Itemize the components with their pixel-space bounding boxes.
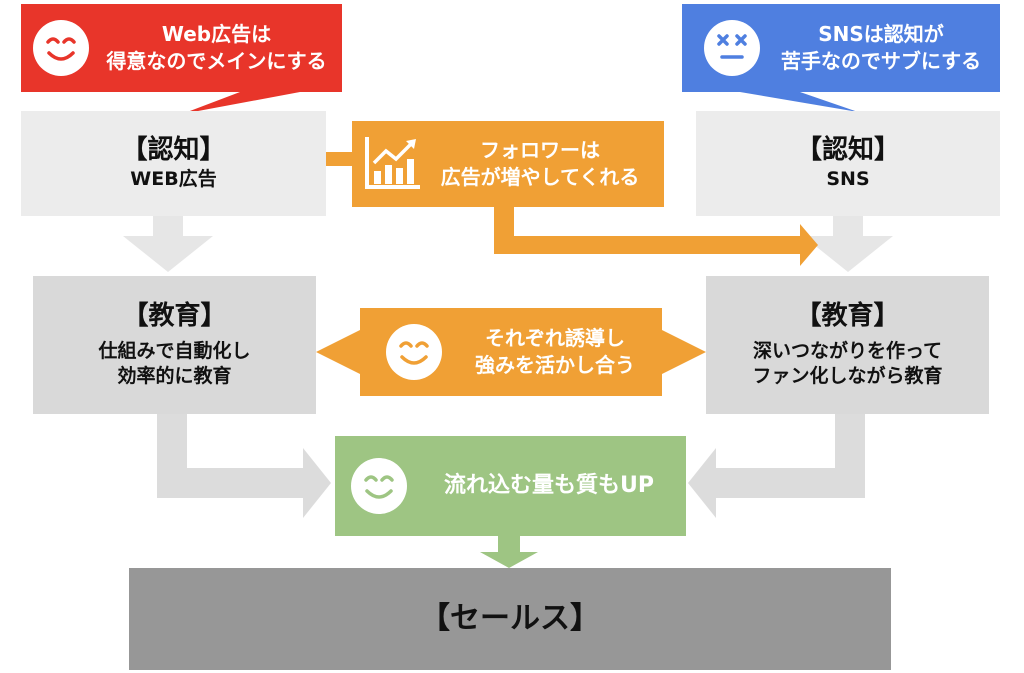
followers-line2: 広告が増やしてくれる [440,165,640,189]
inflow-text: 流れ込む量も質もUP [444,473,654,499]
followers-box: フォロワーは 広告が増やしてくれる [352,121,664,207]
arrow-followers-to-sns [494,206,818,266]
arrow-down-left-awareness [123,216,213,272]
mutual-line2: 強みを活かし合う [475,353,635,377]
sales-title: 【セールス】 [420,601,600,637]
followers-line1: フォロワーは [480,138,600,162]
mutual-box: それぞれ誘導し 強みを活かし合う [360,308,662,396]
education-left-title: 【教育】 [122,301,227,332]
education-right-line2: ファン化しながら教育 [752,365,943,388]
education-left-box: 【教育】 仕組みで自動化し 効率的に教育 [33,276,316,414]
awareness-web-title: 【認知】 [121,135,226,166]
inflow-box: 流れ込む量も質もUP [335,436,686,536]
callout-sns: SNSは認知が 苦手なのでサブにする [682,4,1000,92]
arrow-right-edu-to-inflow [688,414,865,518]
awareness-web-box: 【認知】 WEB広告 [21,111,326,216]
education-right-title: 【教育】 [795,301,900,332]
dizzy-face-icon [704,20,760,76]
education-right-box: 【教育】 深いつながりを作って ファン化しながら教育 [706,276,989,414]
growth-chart-icon [365,137,420,189]
callout-left-tail [182,92,300,114]
callout-sns-line2: 苦手なのでサブにする [780,49,982,73]
education-right-line1: 深いつながりを作って [752,339,943,362]
arrow-inflow-to-sales [480,536,538,568]
arrow-mutual-right [662,330,706,374]
arrow-left-edu-to-inflow [157,414,331,518]
arrow-mutual-left [316,330,360,374]
sales-box: 【セールス】 [129,568,891,670]
smile-face-icon [386,324,442,380]
awareness-sns-box: 【認知】 SNS [696,111,1000,216]
awareness-sns-title: 【認知】 [795,135,900,166]
smile-face-icon [351,458,407,514]
mutual-line1: それぞれ誘導し [485,326,625,350]
smile-face-icon [33,20,89,76]
education-left-line2: 効率的に教育 [117,365,232,388]
connector-awareness-followers [326,152,352,166]
callout-web-ads-line1: Web広告は [161,22,272,46]
arrow-down-right-awareness [803,216,893,272]
awareness-sns-sub: SNS [826,167,870,190]
education-left-line1: 仕組みで自動化し [98,339,251,362]
awareness-web-sub: WEB広告 [130,167,217,190]
callout-web-ads-line2: 得意なのでメインにする [106,49,327,73]
callout-sns-line1: SNSは認知が [818,22,944,46]
callout-web-ads: Web広告は 得意なのでメインにする [21,4,342,92]
callout-right-tail [740,92,858,112]
